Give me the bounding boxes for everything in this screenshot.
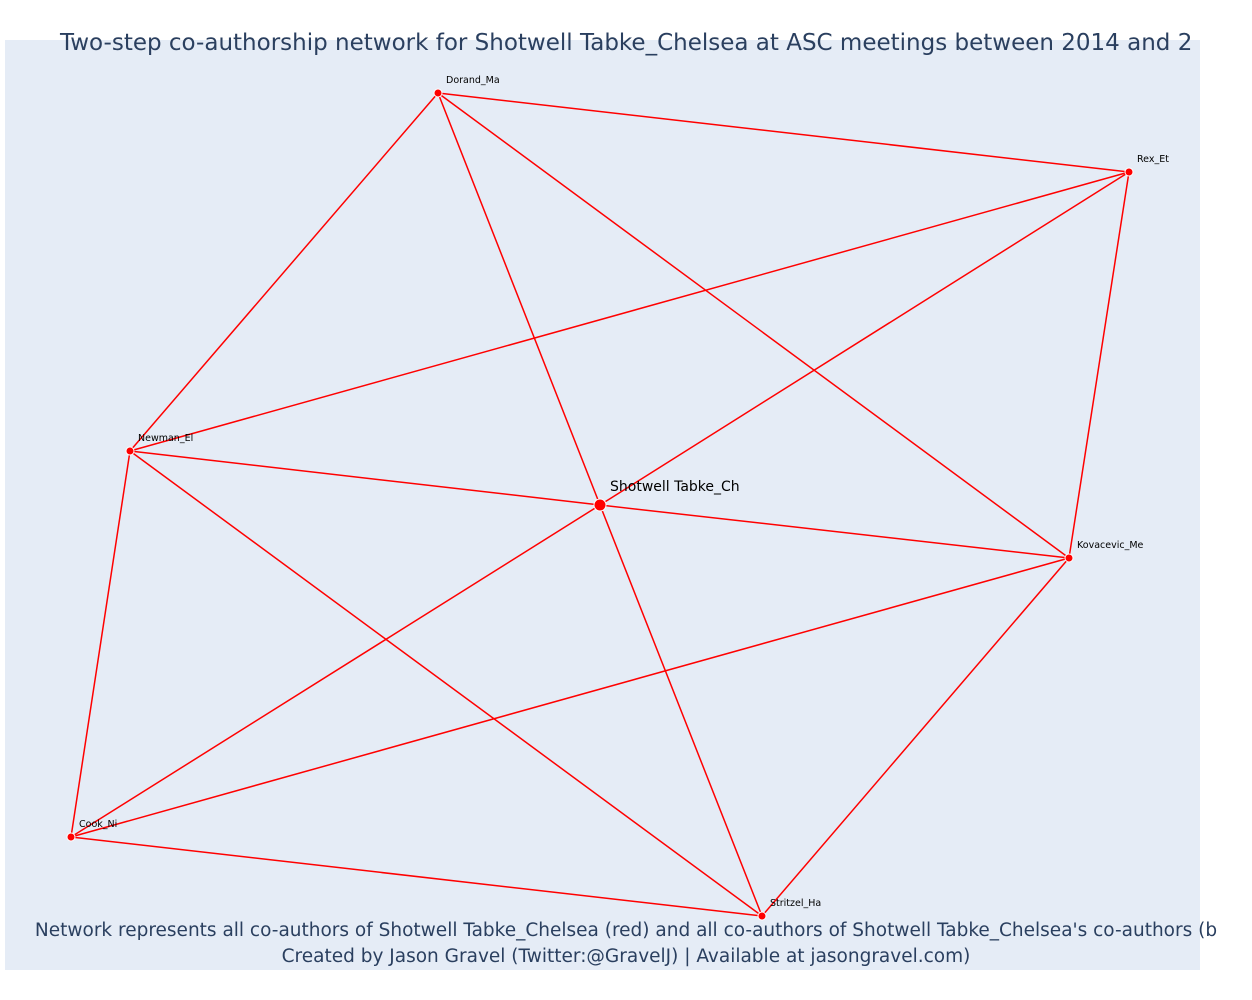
edge-newman-cook xyxy=(70,450,131,838)
edge-cook-stritzel xyxy=(70,836,763,917)
edges-layer xyxy=(70,92,1130,917)
edge-newman-center xyxy=(129,450,601,506)
network-graph: Shotwell Tabke_Ch Dorand_MaRex_EtNewman_E… xyxy=(66,75,1169,921)
node-cook[interactable] xyxy=(66,832,76,842)
edge-rex-kovacevic xyxy=(1068,171,1130,559)
node-stritzel[interactable] xyxy=(757,911,767,921)
node-newman[interactable] xyxy=(125,446,135,456)
edge-newman-stritzel xyxy=(129,450,763,917)
edge-kovacevic-stritzel xyxy=(761,557,1070,917)
chart-caption: Network represents all co-authors of Sho… xyxy=(0,918,1252,970)
edge-center-stritzel xyxy=(599,504,763,917)
edge-dorand-rex xyxy=(437,92,1130,173)
chart-title: Two-step co-authorship network for Shotw… xyxy=(60,30,1193,56)
edge-center-cook xyxy=(70,504,601,838)
edge-rex-newman xyxy=(129,171,1130,452)
node-label-dorand: Dorand_Ma xyxy=(446,75,500,86)
node-label-center: Shotwell Tabke_Ch xyxy=(610,479,740,495)
caption-line-credit: Created by Jason Gravel (Twitter:@Gravel… xyxy=(281,946,971,967)
node-center[interactable] xyxy=(593,498,607,512)
edge-dorand-center xyxy=(437,92,601,506)
node-label-rex: Rex_Et xyxy=(1137,154,1169,165)
node-kovacevic[interactable] xyxy=(1064,553,1074,563)
edge-dorand-kovacevic xyxy=(437,92,1070,559)
caption-line-network: Network represents all co-authors of Sho… xyxy=(34,920,1218,941)
nodes-layer xyxy=(66,88,1134,921)
node-label-kovacevic: Kovacevic_Me xyxy=(1077,540,1144,551)
node-rex[interactable] xyxy=(1124,167,1134,177)
edge-kovacevic-cook xyxy=(70,557,1070,838)
node-label-cook: Cook_Ni xyxy=(79,819,117,830)
edge-dorand-newman xyxy=(129,92,439,452)
edge-rex-center xyxy=(599,171,1130,506)
node-label-stritzel: Stritzel_Ha xyxy=(770,898,821,909)
labels-layer: Shotwell Tabke_Ch Dorand_MaRex_EtNewman_E… xyxy=(79,75,1169,909)
edge-center-kovacevic xyxy=(599,504,1070,559)
node-label-newman: Newman_El xyxy=(138,433,193,444)
node-dorand[interactable] xyxy=(433,88,443,98)
